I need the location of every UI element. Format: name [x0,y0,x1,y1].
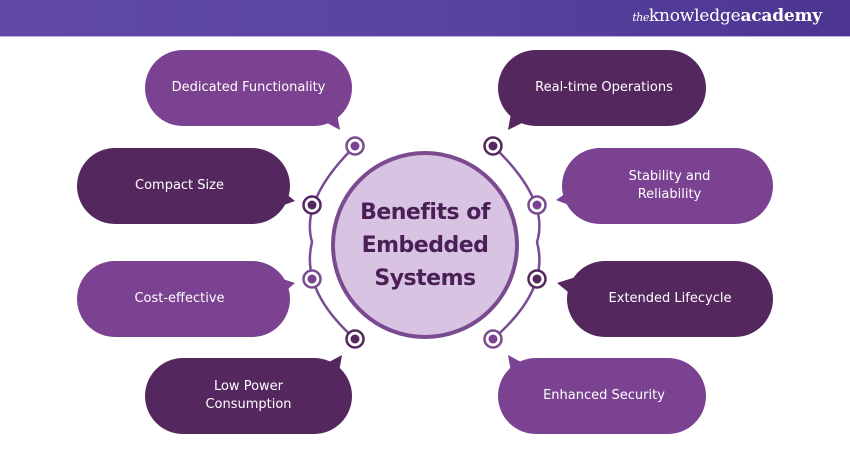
node-right-4 [483,329,503,349]
header-bar: theknowledgeacademy [0,0,850,37]
benefit-text-line-2: Consumption [205,397,292,412]
benefit-text-line-1: Low Power [213,379,284,394]
bubble-cost-effective [77,261,295,337]
bubble-enhanced-security [498,355,706,434]
benefit-text: Cost-effective [134,291,225,306]
center-title-line-3: Systems [374,265,476,291]
bubble-dedicated-functionality [145,50,352,130]
benefit-text-line-1: Stability and [628,169,711,184]
bubble-stability-and-reliability [556,148,773,224]
benefit-label-cost-effective: Cost-effective [77,261,282,337]
logo-academy: academy [740,6,822,26]
bubble-extended-lifecycle [557,261,773,337]
node-right-2 [527,195,547,215]
logo-knowledge: knowledge [648,6,741,26]
node-left-2 [302,195,322,215]
benefit-label-enhanced-security: Enhanced Security [498,358,710,434]
left-connector-arc [308,145,356,340]
benefit-label-dedicated-functionality: Dedicated Functionality [145,50,352,126]
node-left-3 [302,269,322,289]
node-left-4 [345,329,365,349]
benefit-text: Enhanced Security [543,388,665,403]
node-left-1 [345,136,365,156]
node-right-3 [527,269,547,289]
benefit-text: Dedicated Functionality [171,80,326,95]
center-title: Benefits of Embedded Systems [331,195,519,295]
node-right-1 [483,136,503,156]
benefit-label-compact-size: Compact Size [77,148,282,224]
benefit-label-low-power-consumption: Low Power Consumption [145,358,352,434]
center-title-line-1: Benefits of [360,199,490,225]
benefit-text-line-2: Reliability [637,187,702,202]
logo-the: the [632,11,649,24]
benefit-label-real-time-operations: Real-time Operations [498,50,710,126]
right-connector-arc [492,145,541,340]
bubble-real-time-operations [498,50,706,130]
center-circle [331,151,519,339]
benefit-text: Real-time Operations [535,80,673,95]
benefit-label-extended-lifecycle: Extended Lifecycle [567,261,773,337]
benefit-label-stability-and-reliability: Stability and Reliability [562,148,777,224]
bubble-low-power-consumption [145,355,352,434]
brand-logo[interactable]: theknowledgeacademy [632,6,822,26]
center-title-line-2: Embedded [361,232,489,258]
bubble-compact-size [77,148,295,224]
benefit-text: Compact Size [135,178,224,193]
benefit-text: Extended Lifecycle [608,291,732,306]
